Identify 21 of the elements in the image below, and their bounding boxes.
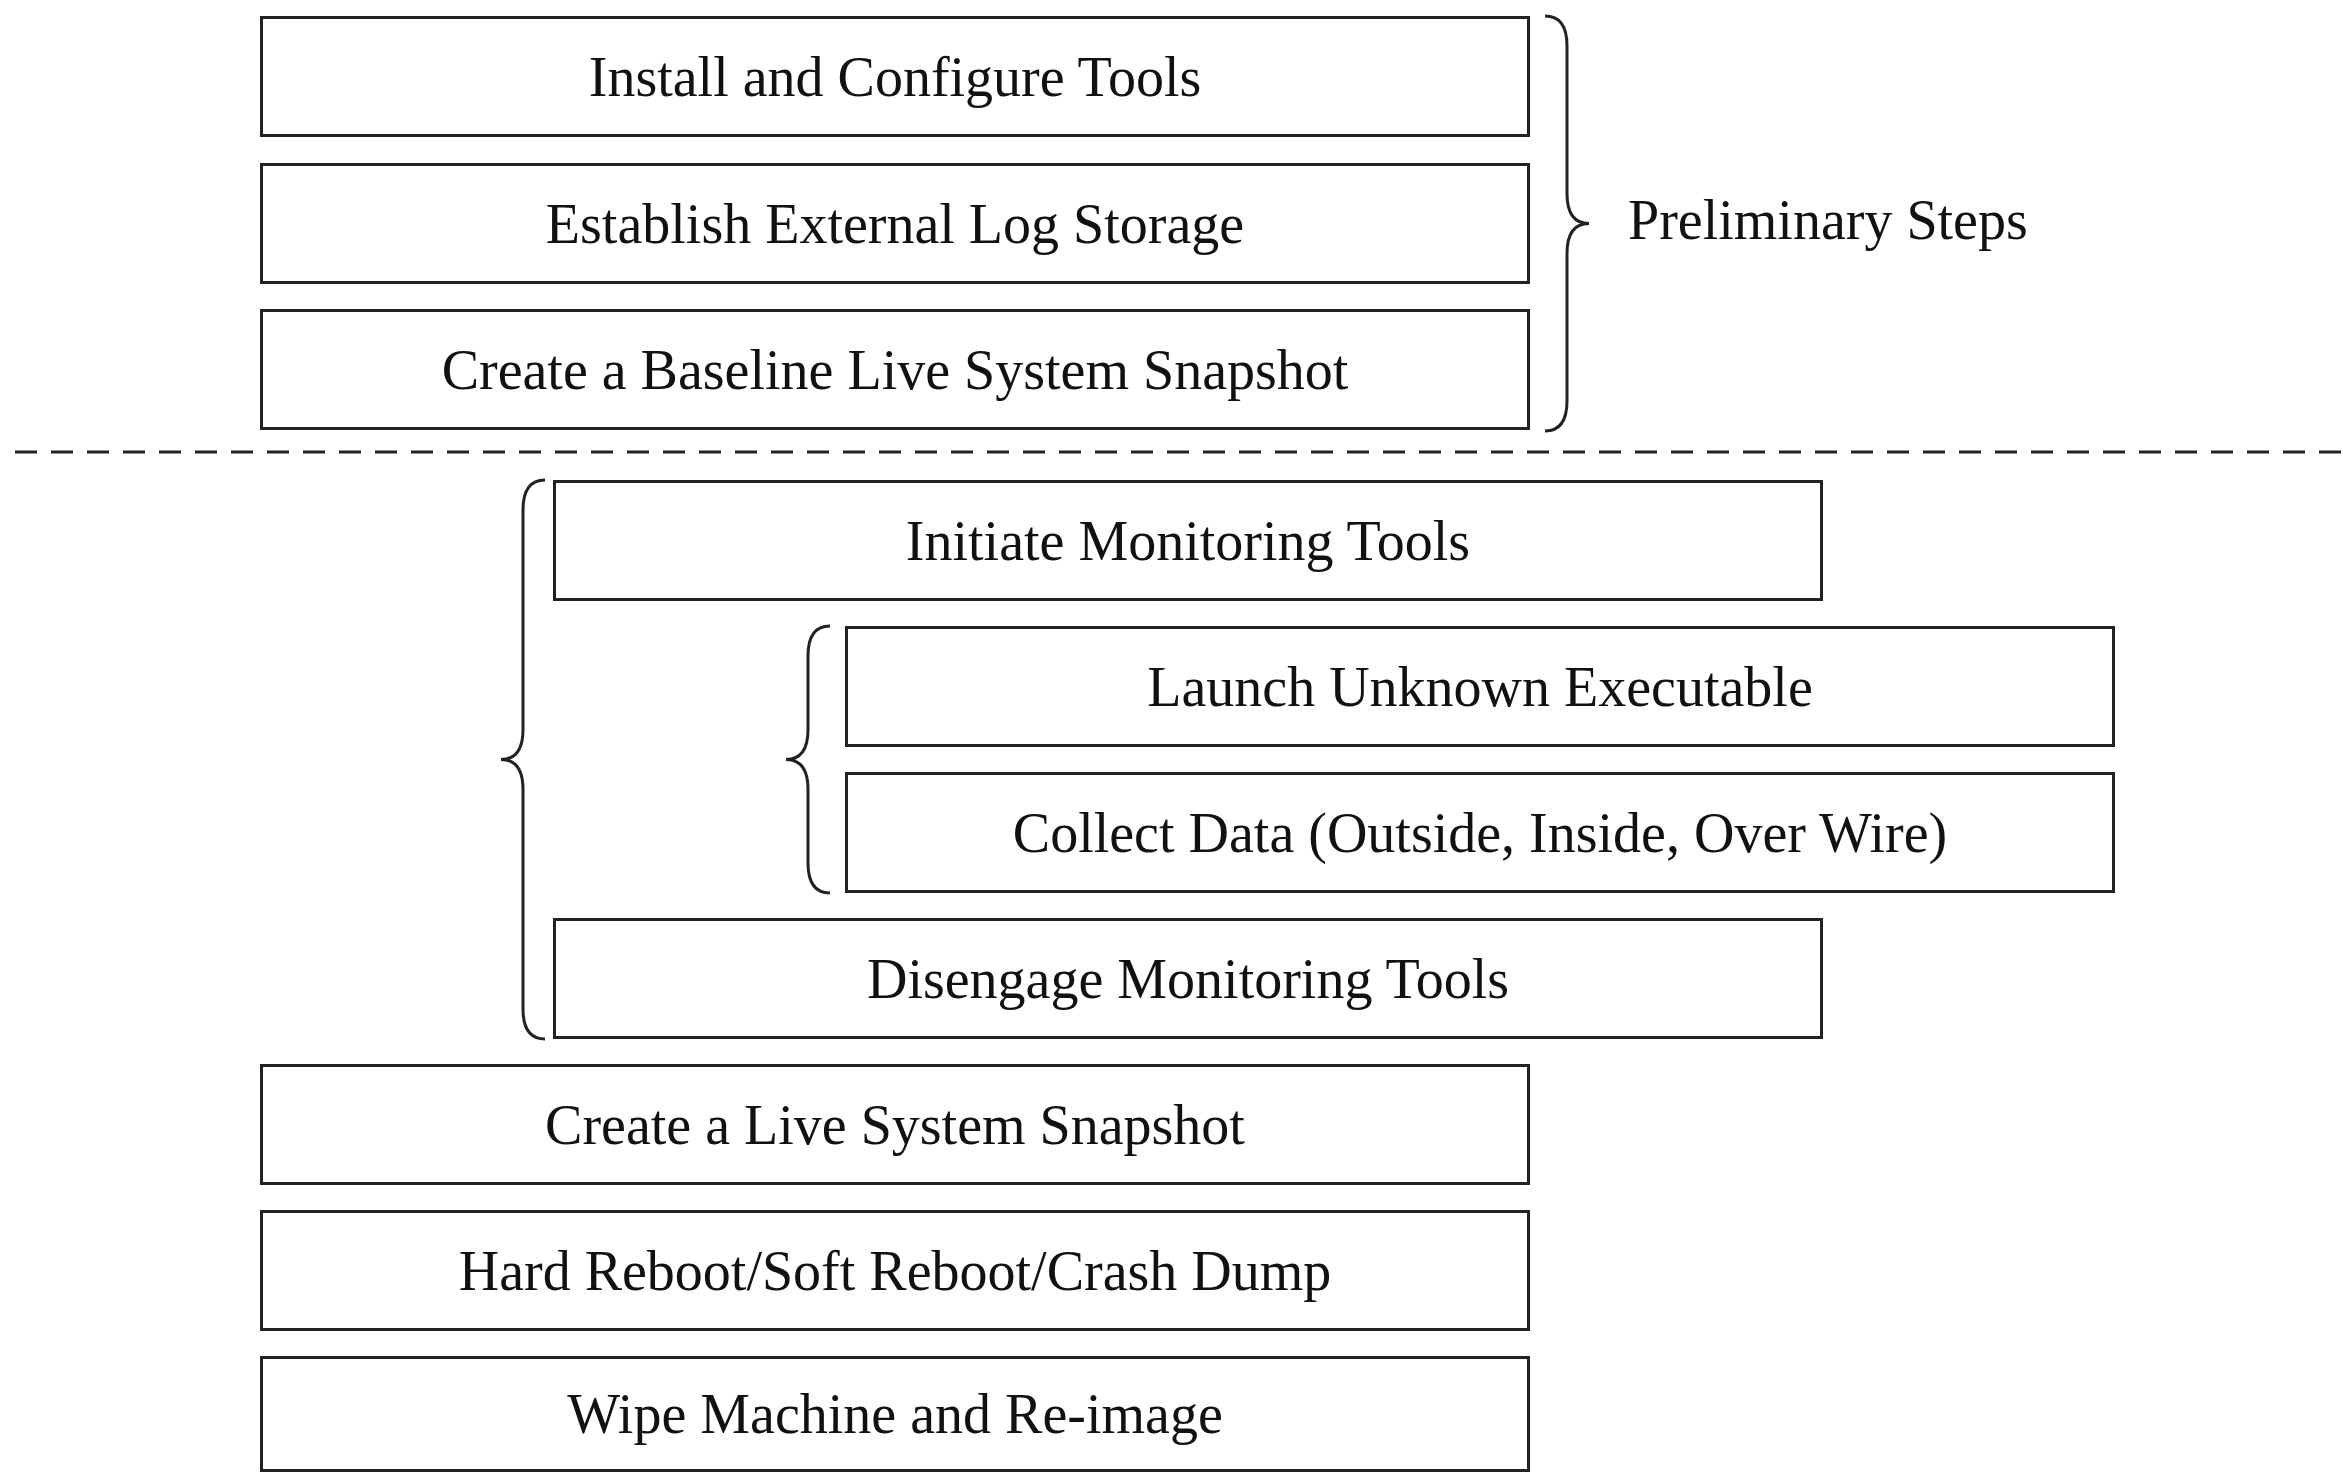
step-box (845, 626, 2115, 747)
step-box (845, 772, 2115, 893)
step-box (260, 1210, 1530, 1331)
step-text: Disengage Monitoring Tools (866, 946, 1510, 1011)
group-label: Preliminary Steps (1628, 188, 2028, 252)
step-text: Collect Data (Outside, Inside, Over Wire) (1012, 800, 1948, 865)
step-text: Install and Configure Tools (588, 44, 1202, 109)
step-box (260, 1064, 1530, 1185)
step-text: Hard Reboot/Soft Reboot/Crash Dump (458, 1238, 1332, 1303)
step-box (260, 309, 1530, 430)
step-box (260, 16, 1530, 137)
step-text: Wipe Machine and Re-image (567, 1382, 1223, 1446)
step-box (553, 480, 1823, 601)
step-text: Create a Live System Snapshot (545, 1092, 1245, 1157)
step-box (260, 163, 1530, 284)
step-text: Establish External Log Storage (545, 191, 1245, 256)
step-box (553, 918, 1823, 1039)
step-text: Launch Unknown Executable (1147, 654, 1813, 719)
step-text: Create a Baseline Live System Snapshot (441, 337, 1349, 402)
step-box (260, 1356, 1530, 1472)
step-text: Initiate Monitoring Tools (905, 508, 1471, 573)
